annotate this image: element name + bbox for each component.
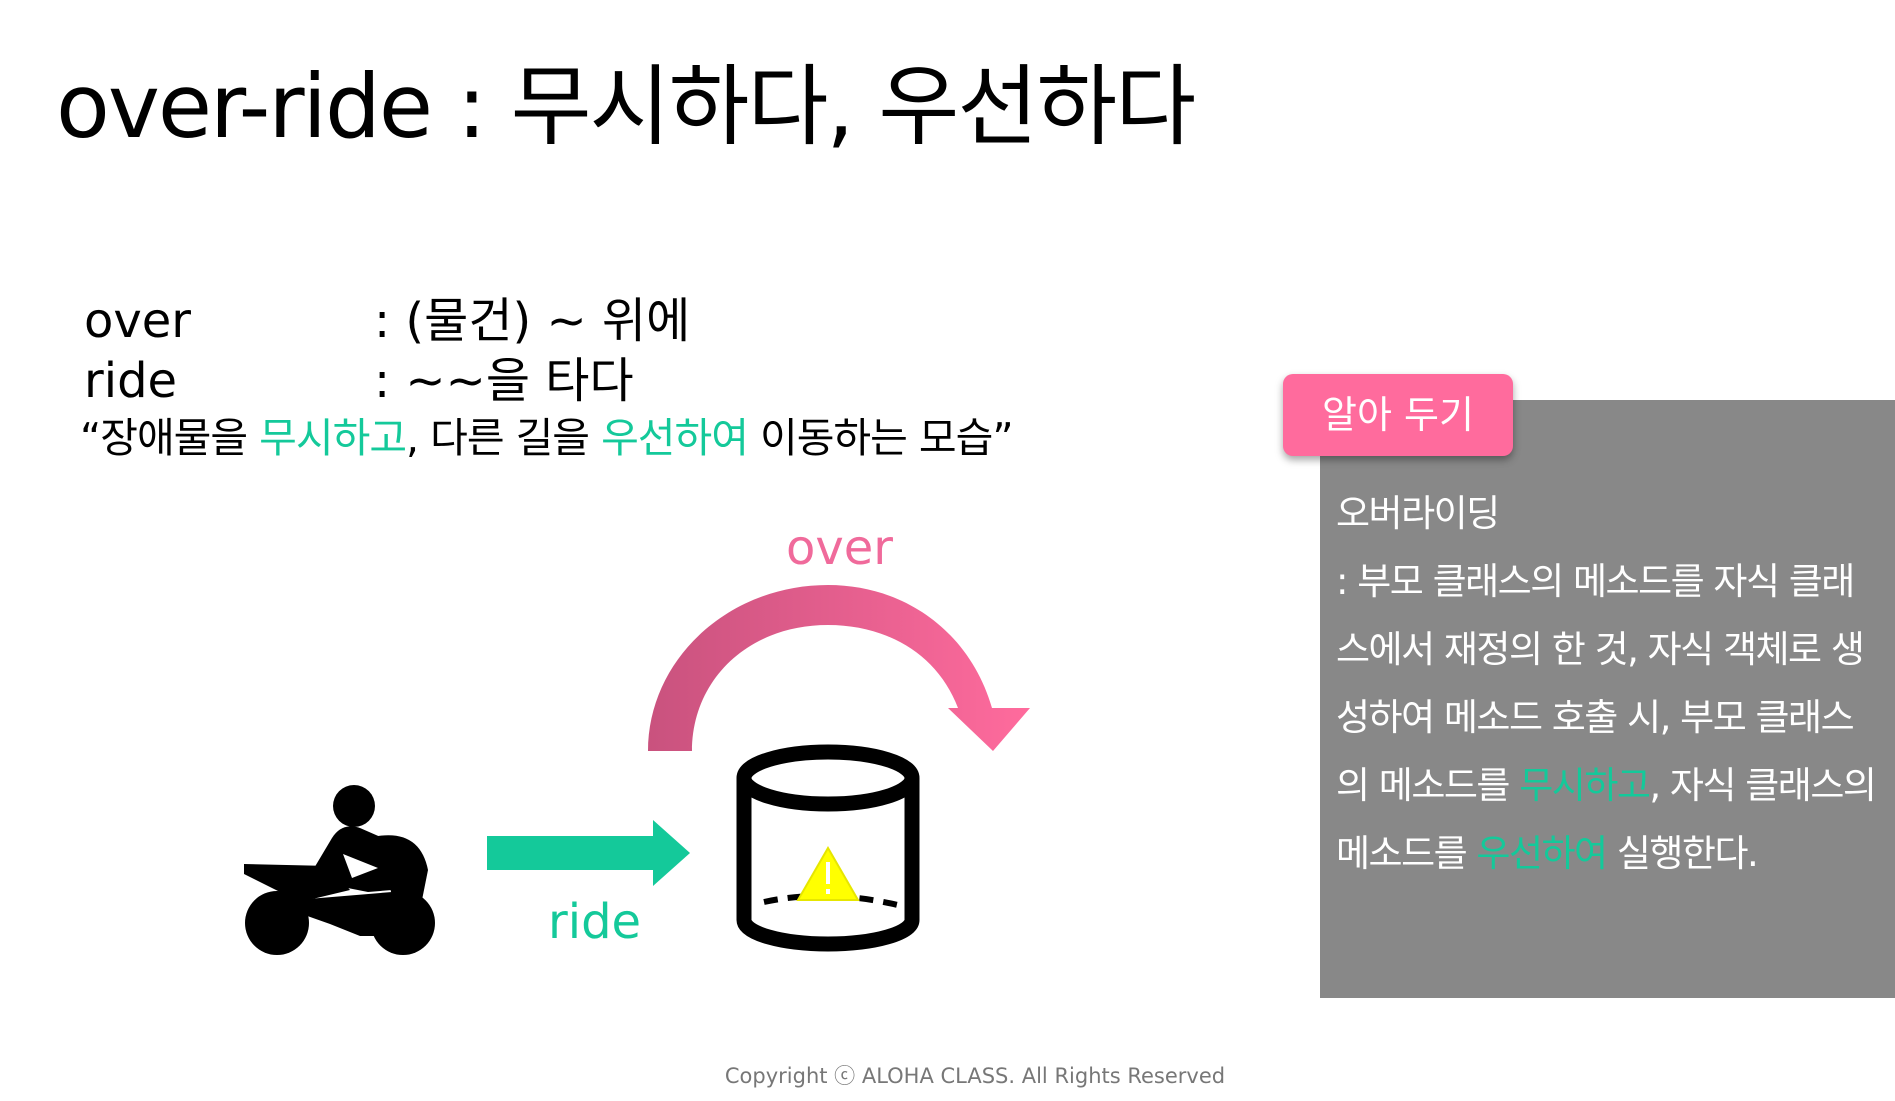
- over-arrow-icon: [648, 585, 1030, 751]
- note-line: 의 메소드를 무시하고, 자식 클래스의: [1336, 752, 1891, 820]
- slide-title: over-ride : 무시하다, 우선하다: [56, 55, 1196, 158]
- note-highlight-priority: 우선하여: [1476, 832, 1608, 875]
- definition-meaning: : ~~을 타다: [374, 353, 634, 409]
- definition-meaning: : (물건) ~ 위에: [374, 293, 691, 349]
- obstacle-cylinder-icon: [736, 744, 920, 952]
- warning-icon: [796, 845, 860, 901]
- quote-highlight-priority: 우선하여: [601, 414, 749, 462]
- note-text: 의 메소드를: [1336, 764, 1520, 807]
- quote-text: 이동하는 모습”: [747, 414, 1014, 462]
- definition-term: ride: [84, 353, 178, 409]
- quote-text: “장애물을: [80, 414, 260, 462]
- copyright-footer: Copyright ⓒ ALOHA CLASS. All Rights Rese…: [724, 1064, 1226, 1088]
- definition-term: over: [84, 293, 192, 349]
- definition-ride: ride : ~~을 타다: [84, 350, 634, 412]
- note-body: 오버라이딩 : 부모 클래스의 메소드를 자식 클래 스에서 재정의 한 것, …: [1336, 480, 1891, 888]
- note-heading: 오버라이딩: [1336, 492, 1500, 535]
- definition-over: over : (물건) ~ 위에: [84, 290, 690, 352]
- note-line: 스에서 재정의 한 것, 자식 객체로 생: [1336, 628, 1865, 671]
- note-text: , 자식 클래스의: [1649, 764, 1877, 807]
- quote-text: , 다른 길을: [406, 414, 602, 462]
- note-line: 메소드를 우선하여 실행한다.: [1336, 820, 1891, 888]
- over-label: over: [786, 520, 894, 576]
- analogy-quote: “장애물을 무시하고, 다른 길을 우선하여 이동하는 모습”: [80, 408, 1014, 468]
- ride-arrow-icon: [487, 820, 690, 886]
- note-text: 메소드를: [1336, 832, 1477, 875]
- ride-label: ride: [548, 894, 642, 950]
- motorcycle-icon: [244, 785, 435, 955]
- note-tab: 알아 두기: [1283, 374, 1513, 456]
- note-line: 성하여 메소드 호출 시, 부모 클래스: [1336, 696, 1855, 739]
- note-highlight-ignore: 무시하고: [1519, 764, 1651, 807]
- note-line: : 부모 클래스의 메소드를 자식 클래: [1336, 560, 1855, 603]
- quote-highlight-ignore: 무시하고: [259, 414, 407, 462]
- note-panel: [1320, 400, 1895, 998]
- note-text: 실행한다.: [1606, 832, 1759, 875]
